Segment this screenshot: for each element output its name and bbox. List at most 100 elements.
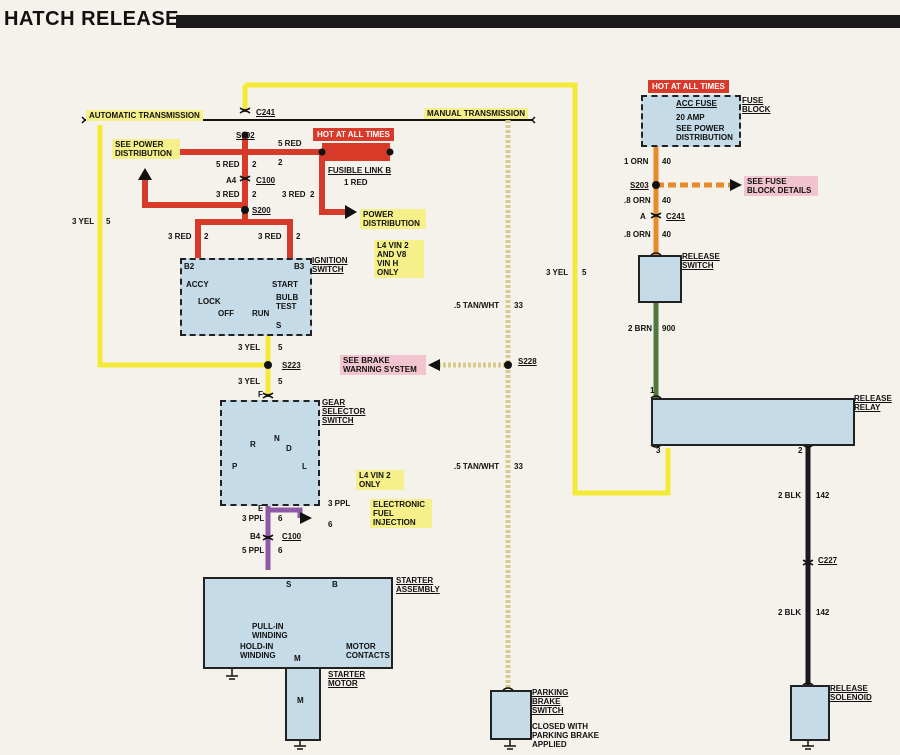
run: RUN [252, 309, 270, 318]
page-title: HATCH RELEASE [4, 8, 180, 30]
b2: B2 [184, 262, 195, 271]
e-pin: E [258, 504, 264, 513]
release-relay-label: RELEASE RELAY [854, 394, 892, 412]
m-pin: M [294, 654, 301, 663]
fusible-link [322, 143, 390, 161]
five-red-top: 5 RED [278, 139, 302, 148]
c100-top: C100 [256, 176, 276, 185]
two-blk-b: 2 BLK [778, 608, 802, 617]
n142-a: 142 [816, 491, 830, 500]
five-mid: 5 [582, 268, 587, 277]
amp20: 20 AMP [676, 113, 705, 122]
three-red-c: 3 RED [168, 232, 192, 241]
three-yel-a: 3 YEL [238, 343, 261, 352]
hot-left: HOT AT ALL TIMES [313, 128, 394, 141]
ignition-switch-label: IGNITION SWITCH [312, 256, 348, 274]
l-label: L [302, 462, 307, 471]
one-orn: 1 ORN [624, 157, 649, 166]
red-wire-s200-fan [195, 219, 293, 258]
hot-right: HOT AT ALL TIMES [648, 80, 729, 93]
two-d: 2 [310, 190, 315, 199]
release-relay-box [651, 398, 855, 446]
release-switch-box [638, 255, 682, 303]
two-b: 2 [278, 158, 283, 167]
starter-assembly-label: STARTER ASSEMBLY [396, 576, 440, 594]
three-ppl-a: 3 PPL [242, 514, 265, 523]
six-b: 6 [328, 520, 333, 529]
b4: B4 [250, 532, 261, 541]
title-bar [176, 15, 900, 28]
s228: S228 [518, 357, 537, 366]
tan-a: .5 TAN/WHT [454, 301, 500, 310]
l4-note: L4 VIN 2 AND V8 VIN H ONLY [374, 240, 424, 278]
s-pin2: S [286, 580, 292, 589]
one-red: 1 RED [344, 178, 368, 187]
five-left: 5 [106, 217, 111, 226]
m-symbol: M [297, 696, 304, 705]
gear-selector-label: GEAR SELECTOR SWITCH [322, 398, 366, 425]
five-a: 5 [278, 343, 283, 352]
s-pin: S [276, 321, 282, 330]
two-pin: 2 [798, 446, 803, 455]
c227: C227 [818, 556, 838, 565]
forty-c: 40 [662, 230, 671, 239]
a-pin: A [640, 212, 646, 221]
c241-top: C241 [256, 108, 276, 117]
starter-assembly-box [203, 577, 393, 669]
a4: A4 [226, 176, 237, 185]
yellow-wire-top [245, 82, 671, 496]
s102: S102 [236, 131, 255, 140]
hold-in: HOLD-IN WINDING [240, 642, 276, 660]
see-fuse: SEE FUSE BLOCK DETAILS [744, 176, 818, 196]
n142-b: 142 [816, 608, 830, 617]
starter-motor-box [285, 667, 321, 741]
ignition-switch-box [180, 258, 312, 336]
three-ppl-b: 3 PPL [328, 499, 351, 508]
three-red-a: 3 RED [216, 190, 240, 199]
start: START [272, 280, 299, 289]
closed-note: CLOSED WITH PARKING BRAKE APPLIED [532, 722, 599, 749]
r-label: R [250, 440, 256, 449]
three-red-d: 3 RED [258, 232, 282, 241]
six-a: 6 [278, 514, 283, 523]
pull-in: PULL-IN WINDING [252, 622, 288, 640]
n900: 900 [662, 324, 676, 333]
eight-orn-b: .8 ORN [624, 230, 651, 239]
yellow-wire-left [97, 125, 268, 368]
three-yel-b: 3 YEL [238, 377, 261, 386]
two-f: 2 [296, 232, 301, 241]
five-red-2: 5 RED [216, 160, 240, 169]
lock: LOCK [198, 297, 221, 306]
b-pin: B [332, 580, 338, 589]
one-pin: 1 [650, 386, 655, 395]
accy: ACCY [186, 280, 209, 289]
eight-orn-a: .8 ORN [624, 196, 651, 205]
red-wire-3red-left [142, 178, 245, 208]
auto-trans-label: AUTOMATIC TRANSMISSION [86, 110, 203, 121]
n33-b: 33 [514, 462, 523, 471]
starter-motor-label: STARTER MOTOR [328, 670, 366, 688]
n33-a: 33 [514, 301, 523, 310]
motor-contacts: MOTOR CONTACTS [346, 642, 390, 660]
see-power-dist: SEE POWER DISTRIBUTION [112, 139, 180, 159]
f-pin: F [258, 390, 263, 399]
off: OFF [218, 309, 234, 318]
l4-only: L4 VIN 2 ONLY [356, 470, 404, 490]
release-solenoid-label: RELEASE SOLENOID [830, 684, 872, 702]
manual-trans-label: MANUAL TRANSMISSION [424, 108, 529, 119]
red-wire-3red-right [319, 152, 345, 215]
forty-a: 40 [662, 157, 671, 166]
five-ppl: 5 PPL [242, 546, 265, 555]
purple-wire-efi [268, 507, 303, 518]
fusible-link-label: FUSIBLE LINK B [328, 166, 392, 175]
see-power-dist2: SEE POWER DISTRIBUTION [676, 124, 733, 142]
parking-brake-box [490, 690, 532, 740]
parking-brake-label: PARKING BRAKE SWITCH [532, 688, 569, 715]
gear-selector-box [220, 400, 320, 506]
two-e: 2 [204, 232, 209, 241]
c241-r: C241 [666, 212, 686, 221]
s223: S223 [282, 361, 301, 370]
two-a: 2 [252, 160, 257, 169]
c100-b: C100 [282, 532, 302, 541]
